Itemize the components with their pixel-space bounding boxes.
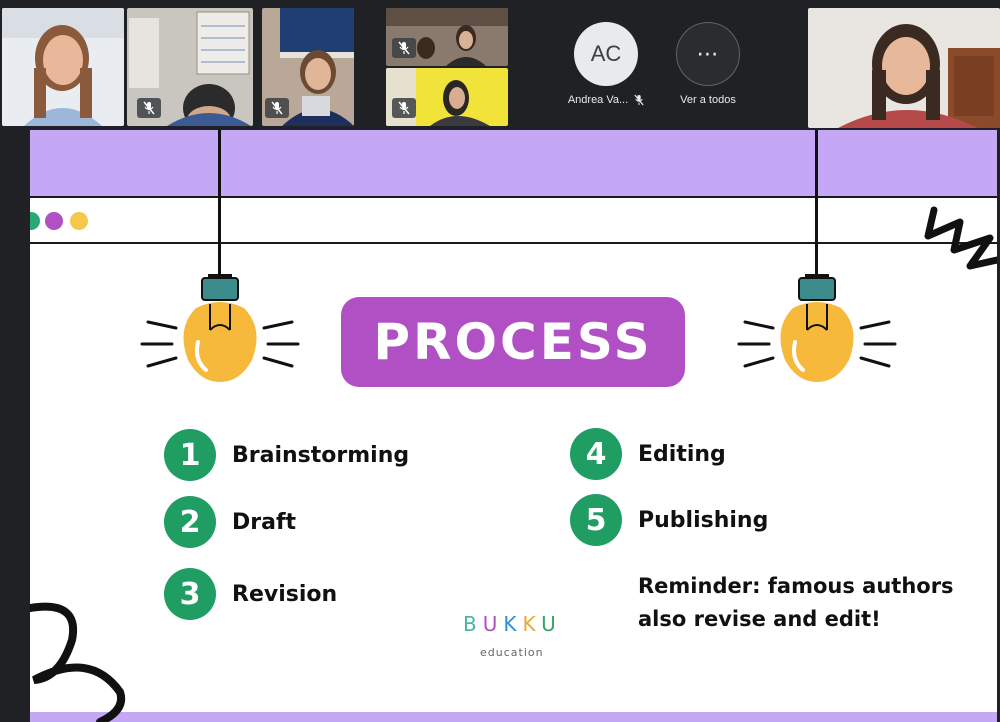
bukku-logo-subtitle: education — [480, 646, 544, 659]
participant-name-row: Andrea Va... — [556, 94, 656, 106]
step-number-badge: 2 — [164, 496, 216, 548]
slide-footer-band — [30, 712, 997, 722]
participant-tile-active-speaker[interactable] — [2, 8, 124, 126]
step-label: Publishing — [638, 507, 769, 533]
shared-presentation-slide: PROCESS 1 Brainstorming 2 Draft 3 Revisi… — [30, 130, 997, 722]
participant-video — [262, 8, 354, 126]
slide-title-pill: PROCESS — [341, 297, 685, 387]
mic-off-indicator — [265, 98, 289, 118]
process-step: 4 Editing — [570, 428, 726, 480]
mic-off-icon — [398, 101, 410, 115]
step-label: Draft — [232, 509, 297, 535]
avatar: AC — [574, 22, 638, 86]
slide-title: PROCESS — [373, 313, 653, 371]
step-number-badge: 4 — [570, 428, 622, 480]
slide-window-bar — [30, 196, 997, 244]
bulb-cord-left — [218, 130, 221, 276]
process-step: 3 Revision — [164, 568, 337, 620]
bulb-cord-right — [815, 130, 818, 276]
participant-name: Andrea Va... — [567, 94, 629, 106]
participant-tile-avatar[interactable]: AC Andrea Va... — [556, 22, 656, 106]
mic-off-icon — [271, 101, 283, 115]
participant-strip: AC Andrea Va... ⋯ Ver a todos — [0, 0, 1000, 130]
window-dot-yellow — [70, 212, 88, 230]
participant-tile[interactable] — [386, 8, 508, 66]
step-number-badge: 5 — [570, 494, 622, 546]
process-step: 5 Publishing — [570, 494, 768, 546]
squiggle-decoration-top-right — [924, 206, 997, 270]
mic-off-indicator — [392, 98, 416, 118]
step-label: Revision — [232, 581, 338, 607]
mic-off-icon — [143, 101, 155, 115]
participant-tile-presenter[interactable] — [808, 8, 1000, 128]
slide-header-band — [30, 130, 997, 196]
light-bulb-icon — [140, 274, 300, 382]
process-step: 1 Brainstorming — [164, 429, 409, 481]
more-dots-icon: ⋯ — [676, 22, 740, 86]
step-label: Brainstorming — [232, 442, 410, 468]
avatar-initials: AC — [590, 41, 622, 66]
mic-off-indicator — [137, 98, 161, 118]
participant-video — [808, 8, 1000, 128]
participant-tile[interactable] — [127, 8, 253, 126]
mic-off-indicator — [392, 38, 416, 58]
light-bulb-icon — [737, 274, 897, 382]
process-step: 2 Draft — [164, 496, 296, 548]
mic-off-icon — [634, 94, 644, 106]
step-number-badge: 1 — [164, 429, 216, 481]
participant-tile[interactable] — [262, 8, 354, 126]
window-dot-purple — [45, 212, 63, 230]
see-all-participants-button[interactable]: ⋯ Ver a todos — [658, 22, 758, 106]
window-dot-green — [30, 212, 40, 230]
bukku-logo: BUKKU — [463, 612, 562, 636]
mic-off-icon — [398, 41, 410, 55]
step-label: Editing — [638, 441, 726, 467]
squiggle-decoration-bottom-left — [30, 602, 125, 722]
reminder-text: Reminder: famous authors also revise and… — [638, 574, 954, 631]
step-number-badge: 3 — [164, 568, 216, 620]
participant-video — [2, 8, 124, 126]
see-all-label: Ver a todos — [680, 94, 736, 106]
participant-tile[interactable] — [386, 68, 508, 126]
